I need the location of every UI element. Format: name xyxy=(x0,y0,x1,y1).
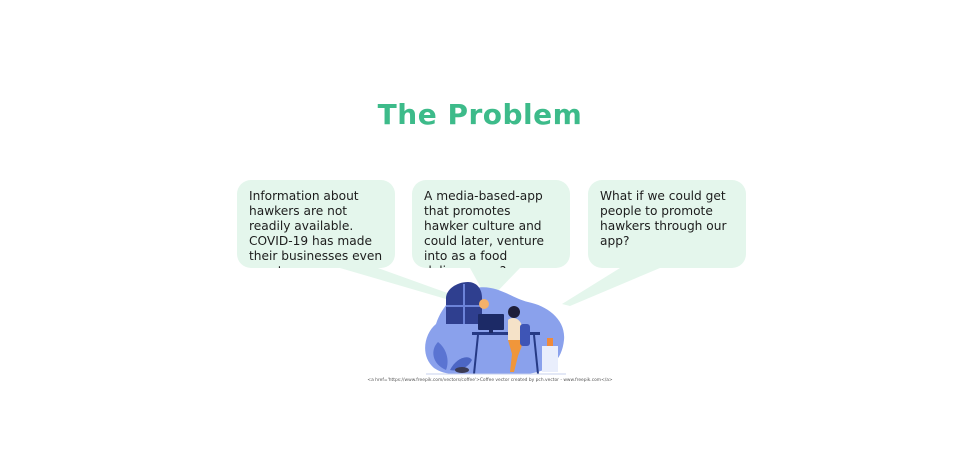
speech-bubble-text: What if we could get people to promote h… xyxy=(600,189,727,248)
speech-bubble-media-app: A media-based-app that promotes hawker c… xyxy=(412,180,570,268)
monitor xyxy=(478,314,504,330)
chair xyxy=(520,324,530,346)
plant-icon xyxy=(433,342,448,370)
speech-bubble-text: A media-based-app that promotes hawker c… xyxy=(424,189,544,268)
speech-bubble-information: Information about hawkers are not readil… xyxy=(237,180,395,268)
speech-bubble-text: Information about hawkers are not readil… xyxy=(249,189,383,268)
woman-head xyxy=(508,306,520,318)
woman-at-desk-illustration xyxy=(425,282,566,375)
image-credit: <a href='https://www.freepik.com/vectors… xyxy=(367,378,613,383)
lamp xyxy=(479,299,489,309)
woman-pants xyxy=(508,340,524,372)
speech-bubble-promote: What if we could get people to promote h… xyxy=(588,180,746,268)
desk xyxy=(472,332,540,335)
side-table xyxy=(542,346,558,372)
page-title: The Problem xyxy=(377,98,583,131)
cup-icon xyxy=(547,338,553,346)
cat xyxy=(455,367,469,373)
